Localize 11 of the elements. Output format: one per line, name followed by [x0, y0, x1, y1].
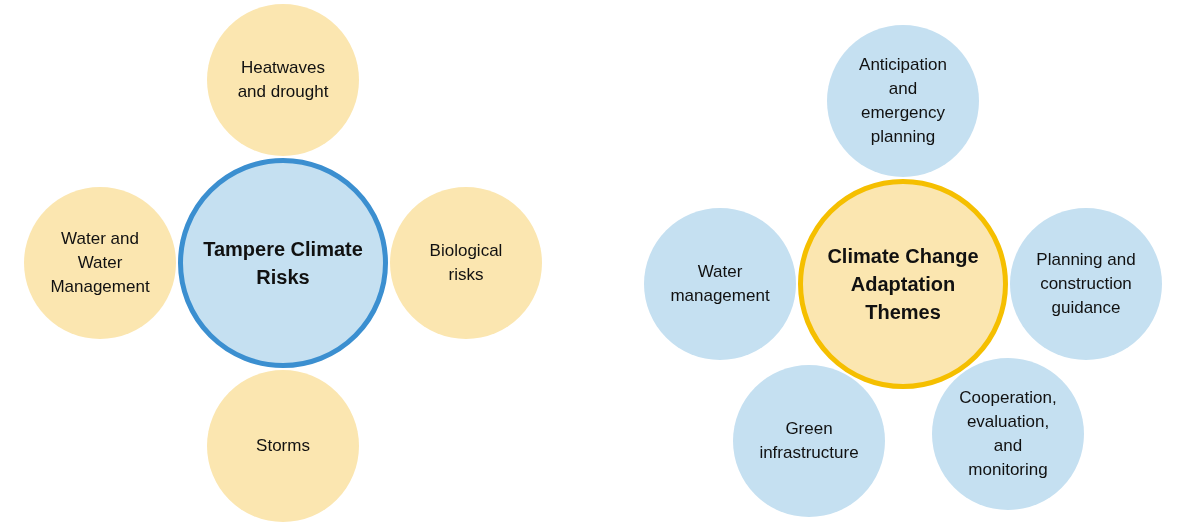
circle-label: Water and Water Management [49, 228, 151, 298]
circle-label: Cooperation, evaluation, and monitoring [958, 387, 1058, 481]
center-title: Tampere Climate Risks [202, 237, 364, 290]
center-title: Climate Change Adaptation Themes [826, 244, 980, 325]
circle-label: Biological risks [428, 240, 504, 286]
circle-label: Anticipation and emergency planning [858, 54, 948, 148]
circle-label: Green infrastructure [758, 418, 860, 464]
circle-label: Water management [669, 261, 771, 307]
circle-label: Storms [255, 435, 311, 457]
circle-label: Planning and construction guidance [1035, 249, 1137, 319]
circle-label: Heatwaves and drought [236, 57, 330, 103]
